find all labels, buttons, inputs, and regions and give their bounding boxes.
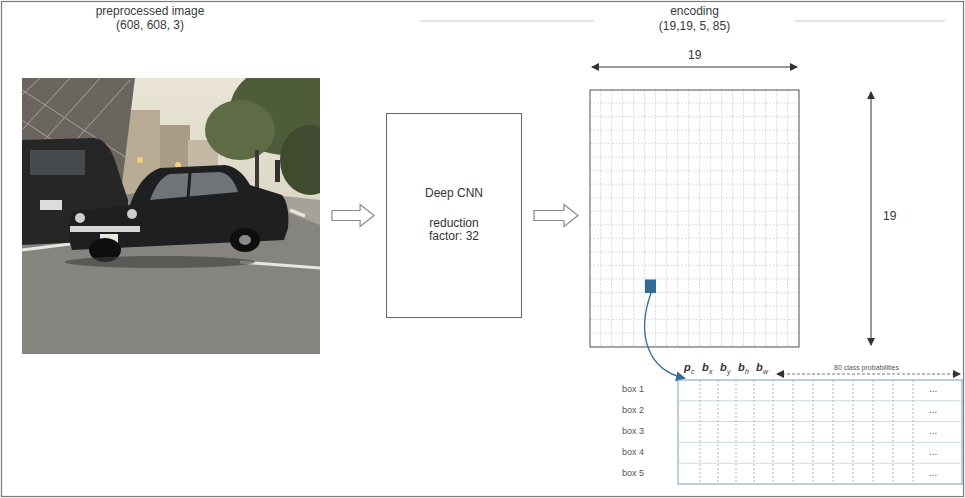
- grid-subheading: (19,19, 5, 85): [594, 20, 795, 34]
- field-subscript: c: [691, 368, 695, 376]
- pointer-arrow: [645, 293, 684, 378]
- ellipsis: ...: [929, 425, 937, 437]
- hollow-arrow: [534, 205, 578, 227]
- row-label: box 2: [622, 405, 644, 415]
- field-subscript: y: [727, 368, 731, 376]
- process-box: Deep CNN reduction factor: 32: [386, 113, 522, 318]
- hollow-arrow: [332, 205, 374, 227]
- dimension-label: 19: [688, 49, 701, 63]
- field-symbol: b: [702, 361, 709, 374]
- dimension-arrow: [871, 92, 872, 345]
- field-subscript: x: [709, 368, 713, 376]
- ellipsis: ...: [929, 383, 937, 395]
- grid-heading: encoding: [590, 5, 799, 19]
- ellipsis: ...: [929, 404, 937, 416]
- ellipsis: ...: [929, 446, 937, 458]
- panel-subheading: (608, 608, 3): [50, 19, 250, 33]
- field-subscript: h: [745, 368, 749, 376]
- span-label: 80 class probabilities: [832, 364, 901, 372]
- anchor-table: [678, 374, 962, 484]
- encoding-grid: encoding(19,19, 5, 85): [590, 90, 799, 347]
- dimension-arrow: [592, 67, 797, 68]
- row-label: box 5: [622, 468, 644, 478]
- image-panel: preprocessed image(608, 608, 3): [22, 78, 320, 354]
- panel-heading: preprocessed image: [50, 5, 250, 19]
- grid-cell: [645, 280, 656, 294]
- field-symbol: b: [738, 361, 745, 374]
- grid: [590, 90, 799, 347]
- field-subscript: w: [763, 368, 768, 376]
- ellipsis: ...: [929, 467, 937, 479]
- field-symbol: p: [684, 361, 691, 374]
- field-symbol: b: [720, 361, 727, 374]
- box-note: reduction factor: 32: [414, 217, 494, 245]
- field-symbol: b: [756, 361, 763, 374]
- box-title: Deep CNN: [425, 187, 483, 201]
- row-label: box 4: [622, 447, 644, 457]
- dimension-label: 19: [883, 210, 896, 224]
- street-photo: [22, 78, 320, 354]
- row-label: box 1: [622, 384, 644, 394]
- row-label: box 3: [622, 426, 644, 436]
